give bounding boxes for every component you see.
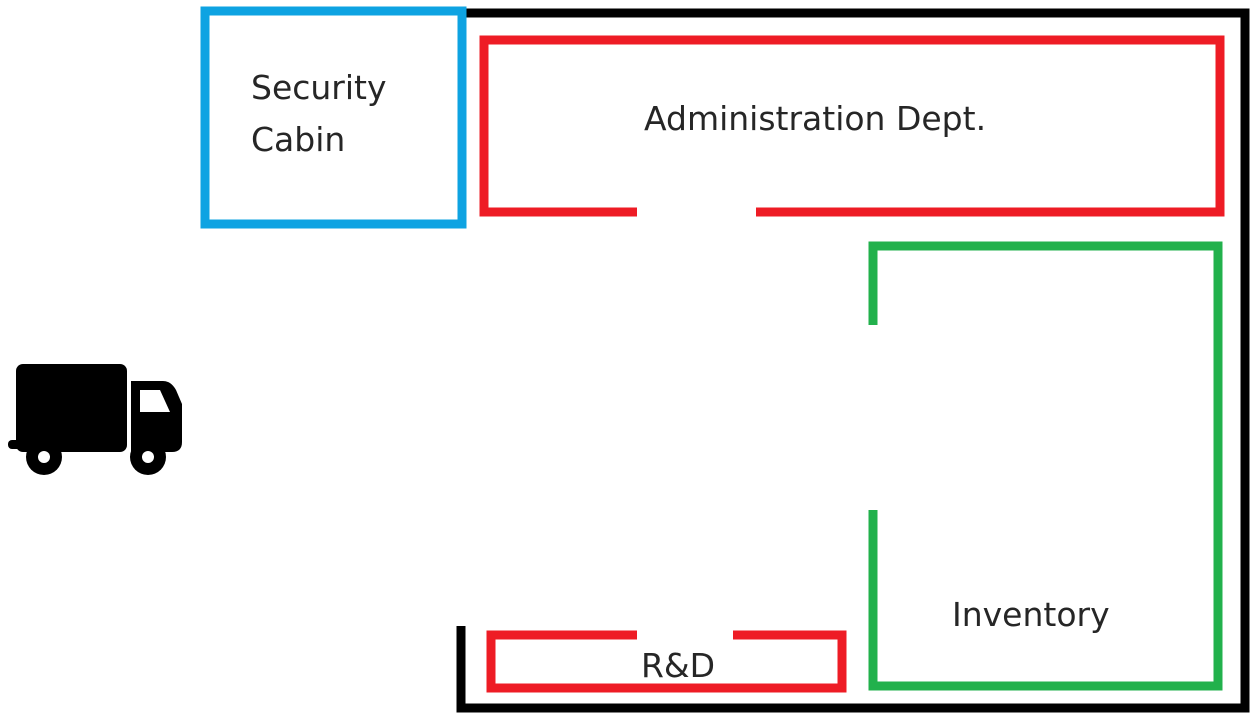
security-cabin-label-line2: Cabin: [251, 120, 346, 159]
security-cabin-label: Security Cabin: [251, 62, 387, 166]
security-cabin-label-line1: Security: [251, 68, 387, 107]
inventory-label: Inventory: [952, 595, 1110, 634]
administration-label: Administration Dept.: [644, 99, 987, 138]
administration-wall-main: [479, 35, 1225, 217]
rnd-wall-main: [486, 630, 847, 693]
security-cabin-wall: [200, 6, 467, 229]
outer-wall-top-right-bottom: [456, 8, 1250, 713]
administration-wall: [479, 35, 1225, 217]
rnd-label: R&D: [641, 646, 716, 685]
inventory-wall-main: [868, 241, 1223, 691]
rnd-wall: [486, 630, 847, 693]
truck-icon: [8, 364, 182, 475]
outer-wall: [456, 8, 1250, 713]
inventory-wall: [868, 241, 1223, 691]
